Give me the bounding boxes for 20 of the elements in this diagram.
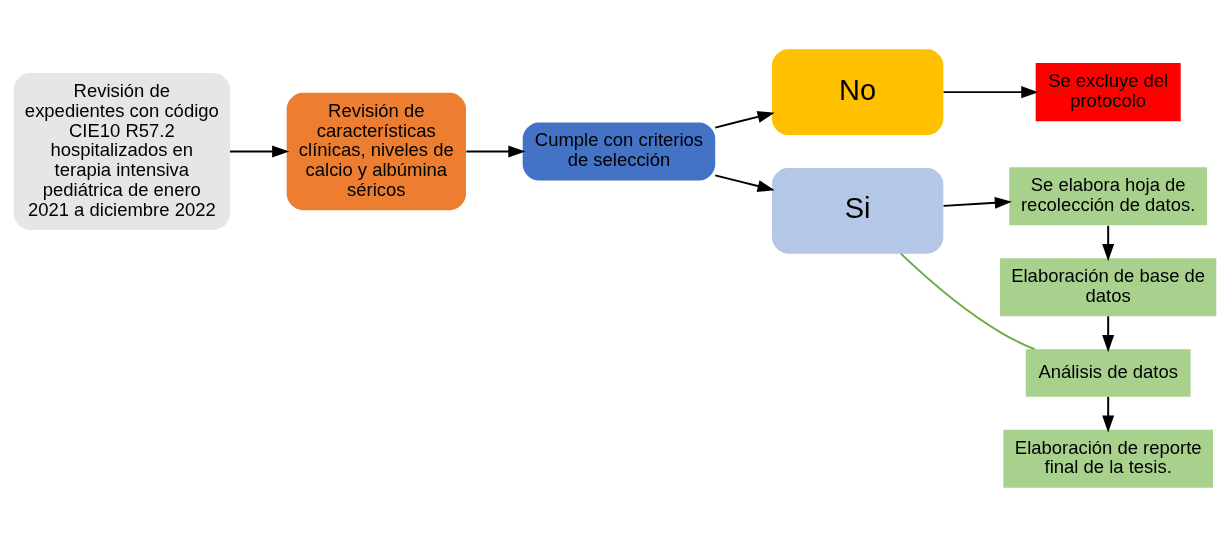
arrow: [1102, 395, 1115, 433]
arrow: [1102, 314, 1115, 352]
node-box: Cumple con criterios de selección: [522, 121, 716, 180]
arrow: [714, 173, 775, 192]
node-box: Se excluye del protocolo: [1035, 62, 1181, 121]
node-box: Revisión de expedientes con código CIE10 R57.2 hospitalizados en terapia intensiva pediátrica de enero 2021 a diciembre 2022: [13, 72, 230, 230]
arrow: [942, 85, 1039, 98]
node-box: Si: [771, 167, 944, 254]
arrow: [228, 144, 290, 157]
node-box: Elaboración de reporte final de la tesis.: [1003, 429, 1213, 488]
node-box: Análisis de datos: [1025, 348, 1191, 397]
node-box: No: [771, 48, 944, 135]
node-box: Elaboración de base de datos: [1000, 257, 1217, 316]
connector: [900, 252, 1036, 350]
arrow: [942, 196, 1012, 209]
node-box: Revisión de características clínicas, niveles de calcio y albúmina séricos: [286, 92, 466, 210]
arrow: [465, 144, 526, 157]
arrow: [714, 110, 775, 129]
node-box: Se elabora hoja de recolección de datos.: [1009, 166, 1208, 225]
arrow: [1102, 224, 1115, 261]
